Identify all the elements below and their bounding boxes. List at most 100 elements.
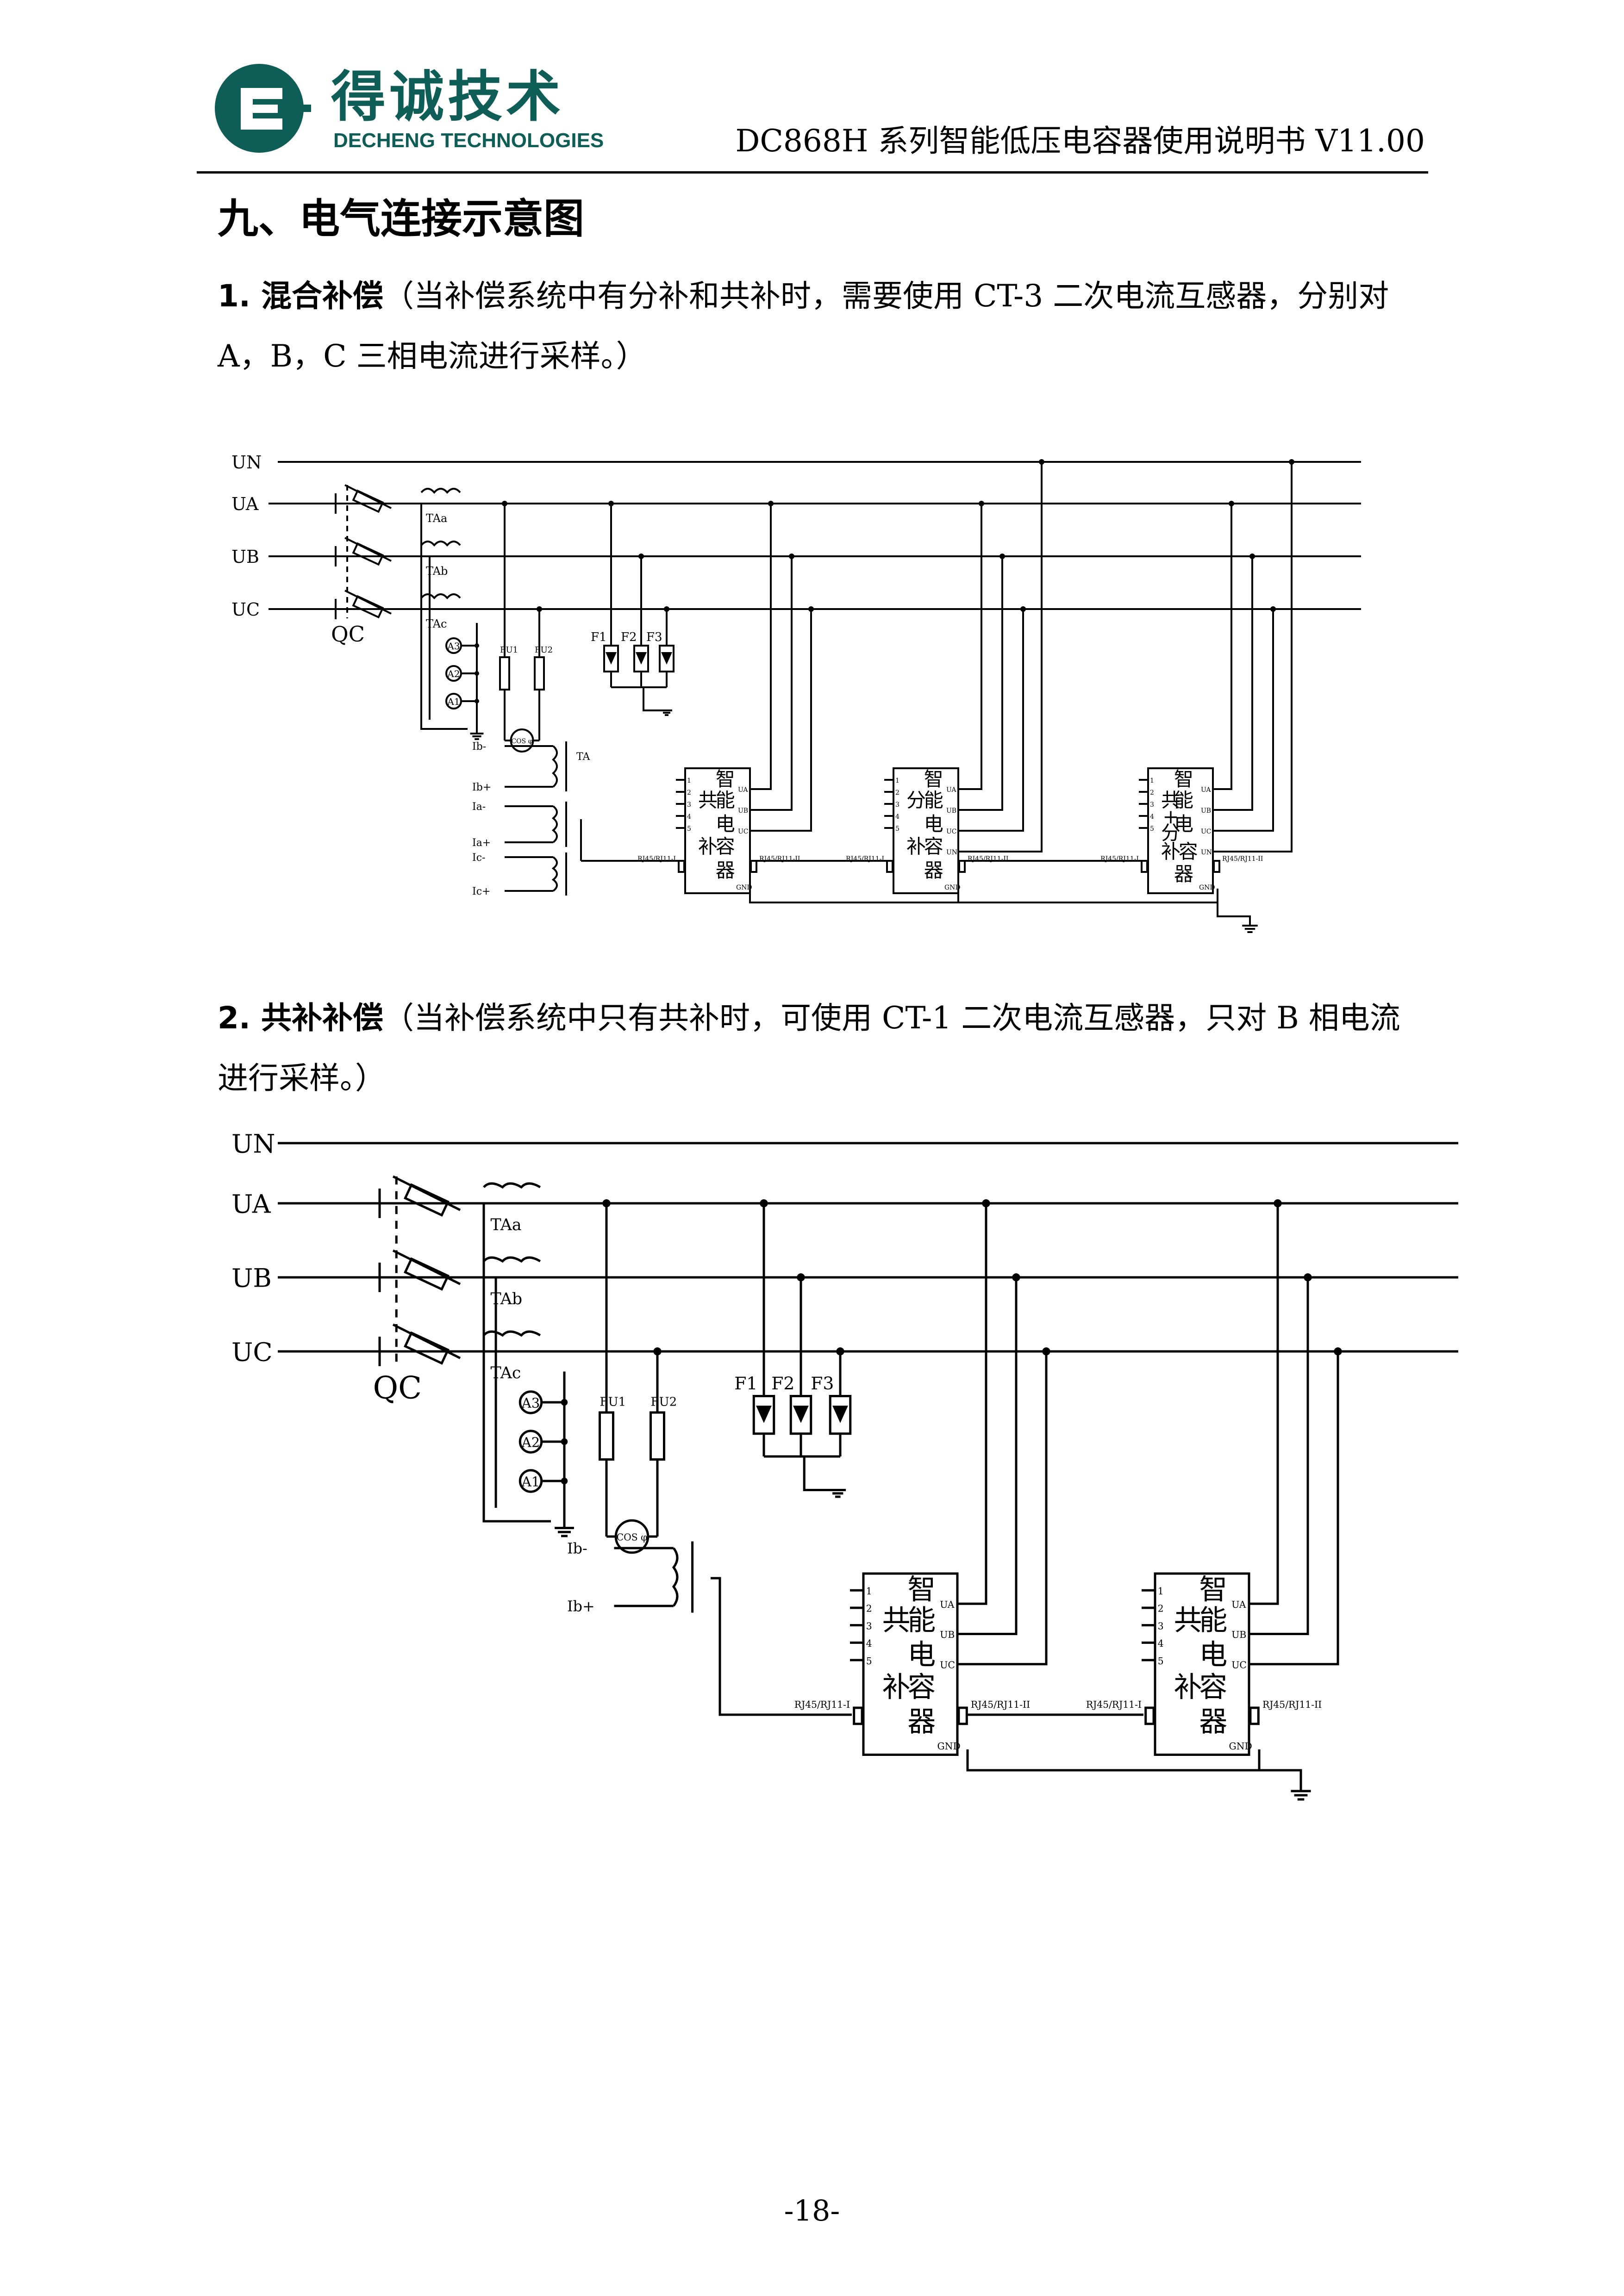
ct-coil <box>420 541 461 547</box>
brand-name-cn: 得诚技术 <box>331 65 565 129</box>
cap-phase-wire <box>750 504 772 790</box>
breaker-fuse <box>404 1183 450 1217</box>
breaker-blade <box>392 1249 461 1285</box>
fuse-2 <box>650 1411 665 1461</box>
breaker-blade <box>392 1323 461 1359</box>
junction-dot <box>653 1347 662 1356</box>
cap-pin-label: 2 <box>687 789 691 796</box>
header-rule <box>197 171 1428 174</box>
cap-text: 智 <box>1174 768 1193 790</box>
port-in-label: RJ45/RJ11-I <box>1086 1699 1142 1710</box>
junction-dot <box>664 606 669 612</box>
cap-pin-label: 1 <box>895 777 899 784</box>
cap-pin-label: 2 <box>1150 789 1154 796</box>
ct-coil <box>483 1182 541 1189</box>
page-number: -18- <box>784 2194 840 2228</box>
cap-terminal-label: UA <box>946 786 956 794</box>
arrester-label: F1 <box>591 630 607 644</box>
company-logo <box>215 64 311 153</box>
gnd-line <box>749 889 1218 903</box>
ct-coil <box>483 1330 541 1337</box>
ct-terminal-label: Ib+ <box>472 782 491 793</box>
cap-text: 智 <box>1199 1573 1227 1606</box>
junction-dot <box>608 501 614 506</box>
cap-terminal-label: UC <box>940 1659 955 1670</box>
port-out <box>750 860 757 873</box>
cap-phase-wire <box>958 462 1043 852</box>
cap-pin-label: 5 <box>1150 825 1154 833</box>
cap-pin-label: 2 <box>866 1603 872 1614</box>
arrester-label: F3 <box>646 630 662 644</box>
cap-pin-label: 2 <box>1158 1603 1164 1614</box>
ct-coil <box>483 1256 541 1263</box>
part2-text: （当补偿系统中只有共补时，可使用 CT-1 二次电流互感器，只对 B 相电流进行… <box>218 1000 1400 1096</box>
cap-phase-wire <box>957 1351 1048 1666</box>
junction-dot <box>797 1273 805 1282</box>
junction-dot <box>768 501 774 506</box>
cap-pin-label: 5 <box>687 825 691 833</box>
cap-text: 电 <box>907 1638 936 1671</box>
ct-terminal-label: Ib- <box>472 741 486 753</box>
bus-label-uc: UC <box>231 599 260 620</box>
cap-phase-wire <box>1213 504 1232 790</box>
cap-phase-wire <box>957 1277 1018 1635</box>
bus-label-ub: UB <box>231 1263 272 1293</box>
port-in <box>1144 1706 1155 1725</box>
cap-gnd-label: GND <box>944 884 961 891</box>
cap-text: 器 <box>716 859 735 882</box>
cap-pin-label: 4 <box>1158 1638 1164 1649</box>
junction-dot <box>1039 459 1044 465</box>
cap-text: 补 <box>1174 1671 1202 1704</box>
ct-coil <box>420 593 461 600</box>
port-out-label: RJ45/RJ11-II <box>971 1699 1030 1710</box>
cap-text: 智 <box>924 768 943 790</box>
fuse-label: FU2 <box>535 645 553 655</box>
breaker-fuse <box>352 595 384 619</box>
cap-text: 器 <box>1174 863 1193 885</box>
port-out <box>958 860 966 873</box>
part1-text: （当补偿系统中有分补和共补时，需要使用 CT-3 二次电流互感器，分别对 A，B… <box>218 278 1389 374</box>
breaker-blade <box>344 537 392 562</box>
cos-phi-label: COS φ <box>511 738 532 745</box>
bus-label-ua: UA <box>231 1189 271 1219</box>
cap-phase-wire <box>1249 1203 1279 1605</box>
wire <box>803 1456 831 1491</box>
cap-phase-wire <box>1213 462 1293 852</box>
cap-pin-label: 5 <box>866 1655 872 1667</box>
cap-text: 共 <box>698 789 718 812</box>
cap-text: 容 <box>716 835 735 858</box>
cap-text: 器 <box>907 1705 936 1738</box>
cap-text: 器 <box>1199 1705 1227 1738</box>
cap-pin-label: 3 <box>1150 801 1154 809</box>
part1-heading: 1. 混合补偿 <box>218 278 383 314</box>
port-in <box>886 860 893 873</box>
fuse-label: FU1 <box>500 645 518 655</box>
cap-pin-label: 3 <box>895 801 899 809</box>
arrester-label: F1 <box>734 1373 757 1394</box>
cap-terminal-label: UC <box>1201 828 1212 835</box>
cos-phi-meter <box>614 1519 650 1554</box>
cap-pin-label: 1 <box>1158 1586 1164 1597</box>
cap-pin-label: 3 <box>866 1620 872 1631</box>
cap-phase-wire <box>1249 1277 1309 1635</box>
cap-text: 电 <box>1199 1638 1227 1671</box>
cap-text: 容 <box>907 1671 936 1704</box>
port-in <box>678 860 685 873</box>
cap-text: 分 <box>906 789 926 812</box>
cap-phase-wire <box>958 609 1024 832</box>
ct-return <box>482 1203 551 1523</box>
part2-heading: 2. 共补补偿 <box>218 1000 383 1036</box>
bus-label-ub: UB <box>231 547 259 567</box>
ct-terminal-label: Ib- <box>567 1540 587 1557</box>
cap-phase-wire <box>750 556 793 811</box>
port-out <box>1213 860 1220 873</box>
ta-coil <box>552 745 558 788</box>
fuse-1 <box>499 656 510 691</box>
ammeter-label: A2 <box>447 668 460 679</box>
cap-phase-wire <box>958 504 982 790</box>
fuse-2 <box>534 656 545 691</box>
cap-terminal-label: UC <box>946 828 957 835</box>
junction-dot <box>979 501 984 506</box>
